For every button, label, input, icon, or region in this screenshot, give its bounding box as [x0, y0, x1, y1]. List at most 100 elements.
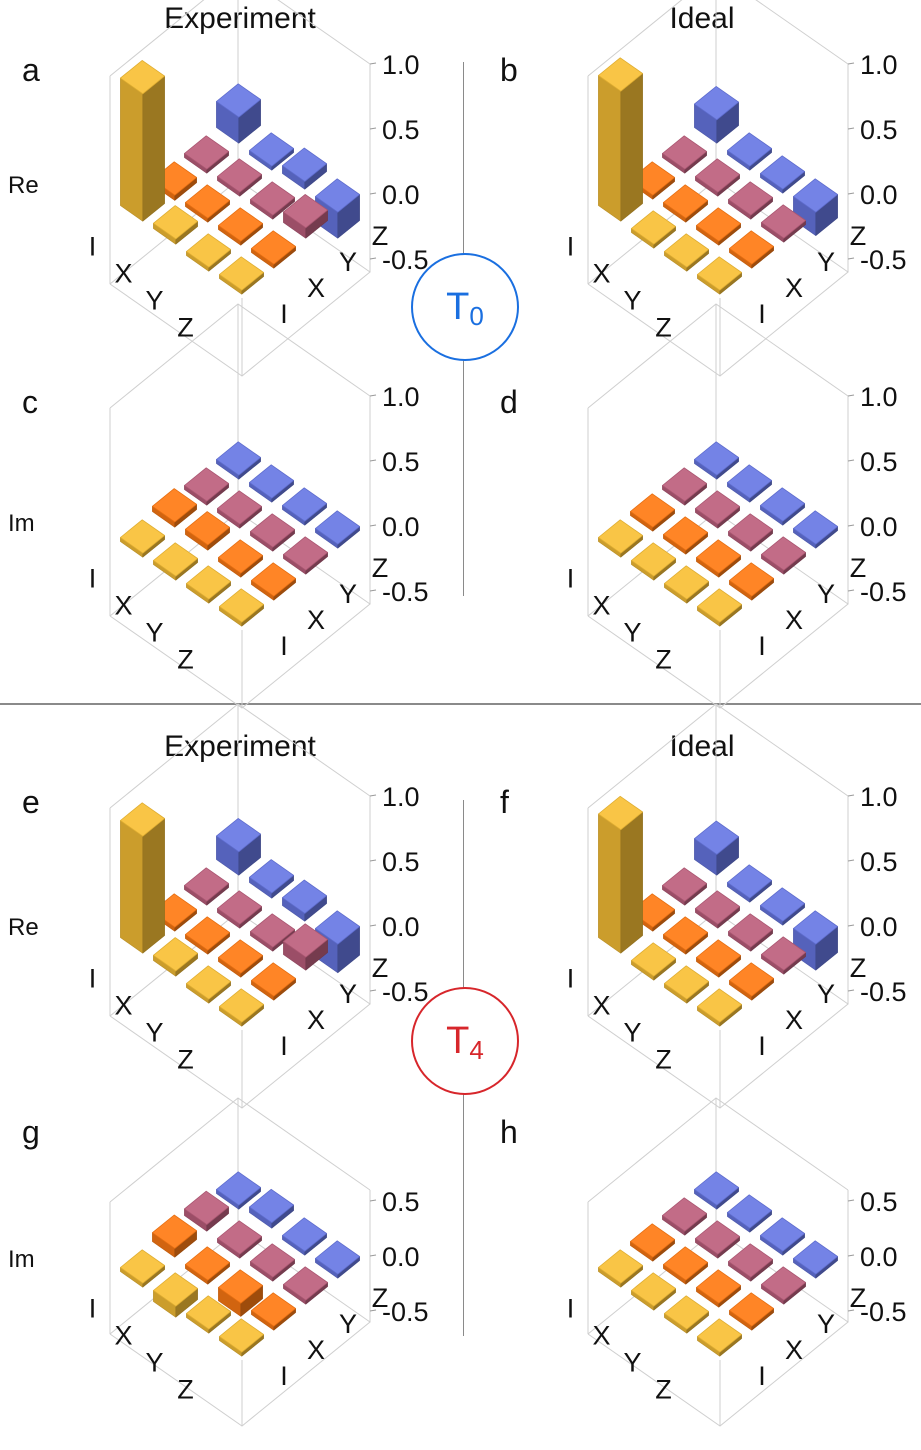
- axes-frame: [109, 0, 371, 377]
- bar-top: [693, 441, 740, 476]
- bar-top: [152, 542, 199, 577]
- bar-top: [694, 1220, 741, 1255]
- bar-top: [792, 910, 839, 945]
- bar-top: [630, 542, 677, 577]
- bar-ZZ: [792, 1240, 839, 1279]
- bar-XX: [662, 916, 709, 955]
- bar-top: [696, 256, 743, 291]
- panel-letter-c: c: [22, 384, 38, 420]
- bar-YZ: [281, 1217, 328, 1256]
- bar-ZI: [218, 1318, 265, 1357]
- bar-YY: [249, 913, 296, 952]
- axis-top-edge: [587, 0, 849, 77]
- z-tick: [369, 1254, 377, 1257]
- bar-YX: [217, 1269, 264, 1317]
- z-tick: [847, 859, 855, 862]
- bar-side-right: [620, 811, 643, 954]
- bar-IZ: [693, 85, 740, 144]
- bar-top: [760, 936, 807, 971]
- bar-YY: [249, 513, 296, 552]
- bar-YX: [217, 939, 264, 978]
- bar-top: [727, 181, 774, 216]
- z-tick: [847, 989, 855, 992]
- bar-IY: [183, 135, 230, 174]
- bar-top: [598, 57, 644, 92]
- bar-ZX: [250, 562, 297, 601]
- panel-letter-b: b: [500, 52, 518, 88]
- bar-top: [250, 562, 297, 597]
- bar-top: [217, 539, 264, 574]
- z-tick-label: 1.0: [382, 382, 420, 412]
- z-tick: [847, 794, 855, 797]
- panel-letter-a: a: [22, 52, 40, 88]
- bar-ZY: [282, 193, 329, 239]
- bar-top: [215, 441, 262, 476]
- bar-ZY: [760, 204, 807, 243]
- z-tick: [847, 62, 855, 65]
- z-tick: [369, 62, 377, 65]
- z-tick-label: 1.0: [860, 782, 898, 812]
- z-tick: [369, 924, 377, 927]
- bar-top: [663, 1295, 710, 1330]
- y-category-label: Z: [372, 1283, 389, 1313]
- bars: [598, 441, 839, 627]
- z-tick-label: 0.0: [382, 1242, 420, 1272]
- bar-top: [759, 487, 806, 522]
- axis-top-edge: [587, 1097, 849, 1203]
- bar-XY: [694, 490, 741, 529]
- bar-YY: [727, 913, 774, 952]
- bar-XI: [152, 205, 199, 245]
- axes-frame: [587, 703, 849, 1109]
- z-tick: [369, 1199, 377, 1202]
- z-ticks: 1.00.50.0-0.5: [369, 50, 429, 275]
- y-category-label: I: [758, 299, 766, 329]
- x-category-label: Z: [177, 1045, 194, 1075]
- z-tick-label: -0.5: [382, 245, 429, 275]
- z-tick-label: 0.0: [382, 512, 420, 542]
- bar-YI: [663, 565, 710, 604]
- bar-top: [630, 1272, 677, 1307]
- z-tick: [847, 394, 855, 397]
- bar-top: [218, 256, 265, 291]
- bar-top: [184, 1246, 231, 1281]
- panel-letter-g: g: [22, 1114, 40, 1150]
- bar-top: [216, 1220, 263, 1255]
- bar-YZ: [281, 487, 328, 526]
- z-tick-label: 1.0: [382, 50, 420, 80]
- row-label-im-top: Im: [8, 510, 35, 537]
- section-divider: [0, 703, 921, 705]
- z-tick-label: 0.0: [860, 912, 898, 942]
- bar-top: [696, 1318, 743, 1353]
- y-category-label: Z: [372, 953, 389, 983]
- z-tick-label: -0.5: [860, 577, 907, 607]
- bar-YI: [663, 965, 710, 1004]
- y-category-label: Z: [372, 553, 389, 583]
- bar-ZX: [728, 962, 775, 1001]
- z-tick: [847, 1309, 855, 1312]
- x-category-label: Z: [177, 313, 194, 343]
- bar-top: [152, 205, 199, 240]
- bar-XZ: [726, 132, 773, 171]
- z-tick: [369, 394, 377, 397]
- bar-top: [250, 230, 297, 265]
- bars: [598, 795, 839, 1027]
- y-category-label: X: [307, 1005, 325, 1035]
- bar-side-left: [598, 813, 622, 954]
- bar-top: [282, 1266, 329, 1301]
- bar-top: [759, 1217, 806, 1252]
- bar-top: [120, 802, 166, 837]
- bar-top: [183, 467, 230, 502]
- bar-top: [218, 1318, 265, 1353]
- bar-side-left: [120, 77, 144, 222]
- bar-II: [598, 1249, 644, 1288]
- bar-top: [217, 207, 264, 242]
- bar-top: [695, 1269, 742, 1304]
- heading-ideal-top: Ideal: [669, 2, 735, 35]
- bar-ZI: [218, 256, 265, 295]
- z-ticks: 0.50.0-0.5: [847, 1187, 907, 1327]
- t4-sub: 4: [469, 1035, 484, 1065]
